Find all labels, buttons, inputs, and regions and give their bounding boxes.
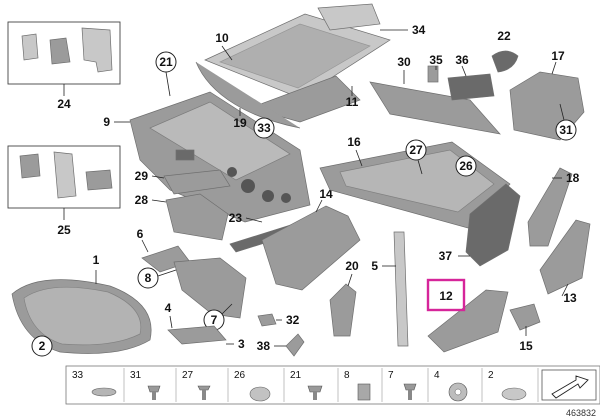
highlight-box-12[interactable] — [426, 278, 466, 312]
part-18 — [527, 167, 573, 247]
svg-text:26: 26 — [234, 370, 246, 381]
callout-33 — [253, 117, 275, 139]
label-19: 19 — [233, 116, 247, 130]
kit-box-24: 24 — [7, 21, 121, 111]
part-37 — [465, 183, 521, 267]
label-6: 6 — [137, 227, 144, 241]
label-3: 3 — [238, 337, 245, 351]
fastener-strip: 33 31 27 26 21 8 — [65, 365, 600, 405]
label-25: 25 — [57, 223, 71, 237]
label-5: 5 — [371, 259, 378, 273]
svg-text:8: 8 — [344, 370, 350, 381]
label-17: 17 — [551, 49, 565, 63]
part-15 — [509, 303, 541, 331]
fastener-33: 33 — [72, 370, 117, 397]
arrow-icon — [541, 369, 597, 401]
callout-26 — [455, 155, 477, 177]
part-38 — [285, 333, 305, 357]
label-16: 16 — [347, 135, 361, 149]
label-33: 33 — [257, 121, 271, 135]
label-7: 7 — [211, 313, 218, 327]
label-12: 12 — [439, 289, 453, 303]
fastener-27: 27 — [182, 370, 211, 400]
callout-8 — [137, 267, 159, 289]
label-18: 18 — [566, 171, 580, 185]
fastener-21: 21 — [290, 370, 323, 400]
part-36 — [447, 73, 495, 101]
svg-text:27: 27 — [182, 370, 194, 381]
callout-27 — [405, 139, 427, 161]
part-13 — [539, 219, 591, 295]
part-30 — [369, 81, 501, 135]
fastener-2: 2 — [488, 370, 527, 401]
label-22: 22 — [497, 29, 511, 43]
label-34: 34 — [412, 23, 426, 37]
part-35 — [427, 65, 439, 83]
label-13: 13 — [563, 291, 577, 305]
fastener-31: 31 — [130, 370, 161, 400]
label-28: 28 — [135, 193, 149, 207]
part-5 — [393, 231, 409, 347]
callout-2 — [31, 335, 53, 357]
svg-text:7: 7 — [388, 370, 394, 381]
label-10: 10 — [215, 31, 229, 45]
label-38: 38 — [257, 339, 271, 353]
label-30: 30 — [397, 55, 411, 69]
svg-text:2: 2 — [488, 370, 494, 381]
label-1: 1 — [93, 253, 100, 267]
part-3 — [167, 325, 227, 345]
label-36: 36 — [455, 53, 469, 67]
fastener-8: 8 — [344, 370, 371, 401]
callout-31 — [555, 119, 577, 141]
part-12 — [427, 289, 509, 353]
fastener-4: 4 — [434, 370, 468, 402]
svg-text:31: 31 — [130, 370, 142, 381]
part-32 — [257, 313, 277, 327]
label-27: 27 — [409, 143, 423, 157]
label-24: 24 — [57, 97, 71, 111]
part-1-undertray — [11, 279, 152, 354]
part-28 — [165, 193, 229, 241]
label-2: 2 — [39, 339, 46, 353]
label-35: 35 — [429, 53, 443, 67]
label-4: 4 — [165, 301, 172, 315]
label-14: 14 — [319, 187, 333, 201]
label-9: 9 — [103, 115, 110, 129]
fastener-26: 26 — [234, 370, 271, 402]
svg-text:4: 4 — [434, 370, 440, 381]
svg-text:21: 21 — [290, 370, 302, 381]
part-22 — [491, 50, 519, 73]
part-14 — [261, 205, 361, 291]
kit-box-25: 25 — [7, 145, 121, 237]
label-15: 15 — [519, 339, 533, 353]
part-29 — [163, 169, 231, 195]
label-29: 29 — [135, 169, 149, 183]
label-26: 26 — [459, 159, 473, 173]
label-37: 37 — [439, 249, 453, 263]
label-11: 11 — [346, 95, 359, 109]
label-32: 32 — [286, 313, 300, 327]
fastener-7: 7 — [388, 370, 417, 400]
label-8: 8 — [145, 271, 152, 285]
svg-text:33: 33 — [72, 370, 84, 381]
label-21: 21 — [159, 55, 173, 69]
document-number: 463832 — [566, 408, 596, 418]
part-20 — [329, 283, 357, 337]
label-23: 23 — [229, 211, 243, 225]
label-31: 31 — [559, 123, 573, 137]
label-20: 20 — [345, 259, 359, 273]
hood-insulation — [195, 3, 391, 129]
part-wheel-arch — [173, 257, 247, 319]
